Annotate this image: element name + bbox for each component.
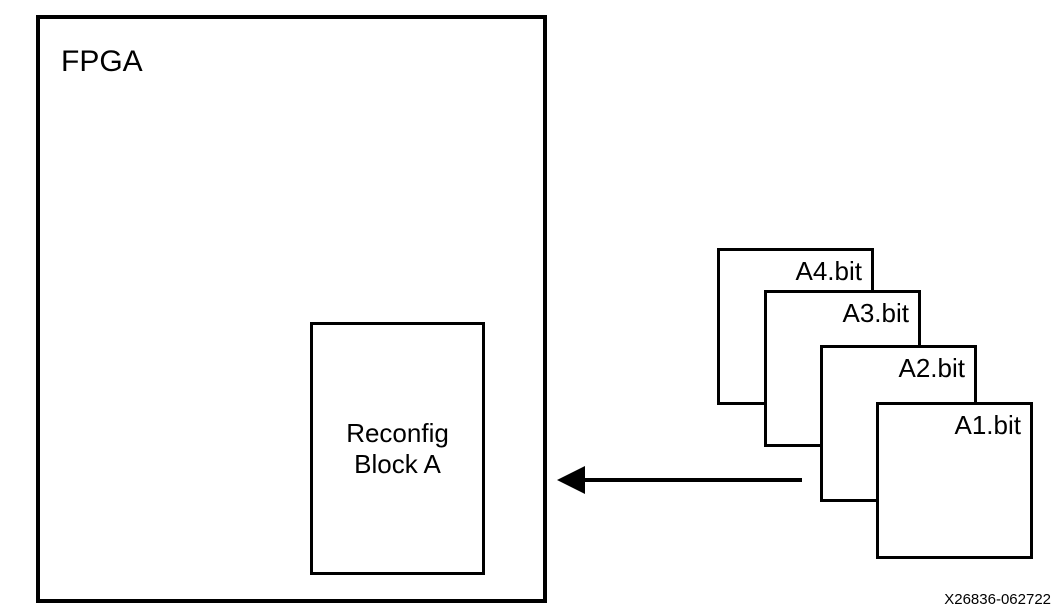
bitstream-file-a1: A1.bit: [876, 402, 1033, 559]
fpga-box: FPGA Reconfig Block A: [36, 15, 547, 603]
reconfig-block-label-line1: Reconfig: [346, 417, 449, 448]
left-arrow-icon: [557, 466, 585, 494]
bitstream-label-a3: A3.bit: [842, 298, 910, 328]
bitstream-label-a2: A2.bit: [898, 353, 966, 383]
left-arrow-shaft: [585, 478, 802, 482]
bitstream-label-a4: A4.bit: [795, 256, 863, 286]
bitstream-label-a1: A1.bit: [954, 410, 1022, 440]
reconfig-block-a-box: Reconfig Block A: [310, 322, 485, 575]
fpga-label: FPGA: [61, 45, 143, 78]
figure-id: X26836-062722: [944, 591, 1051, 608]
reconfig-block-label-line2: Block A: [354, 448, 441, 479]
